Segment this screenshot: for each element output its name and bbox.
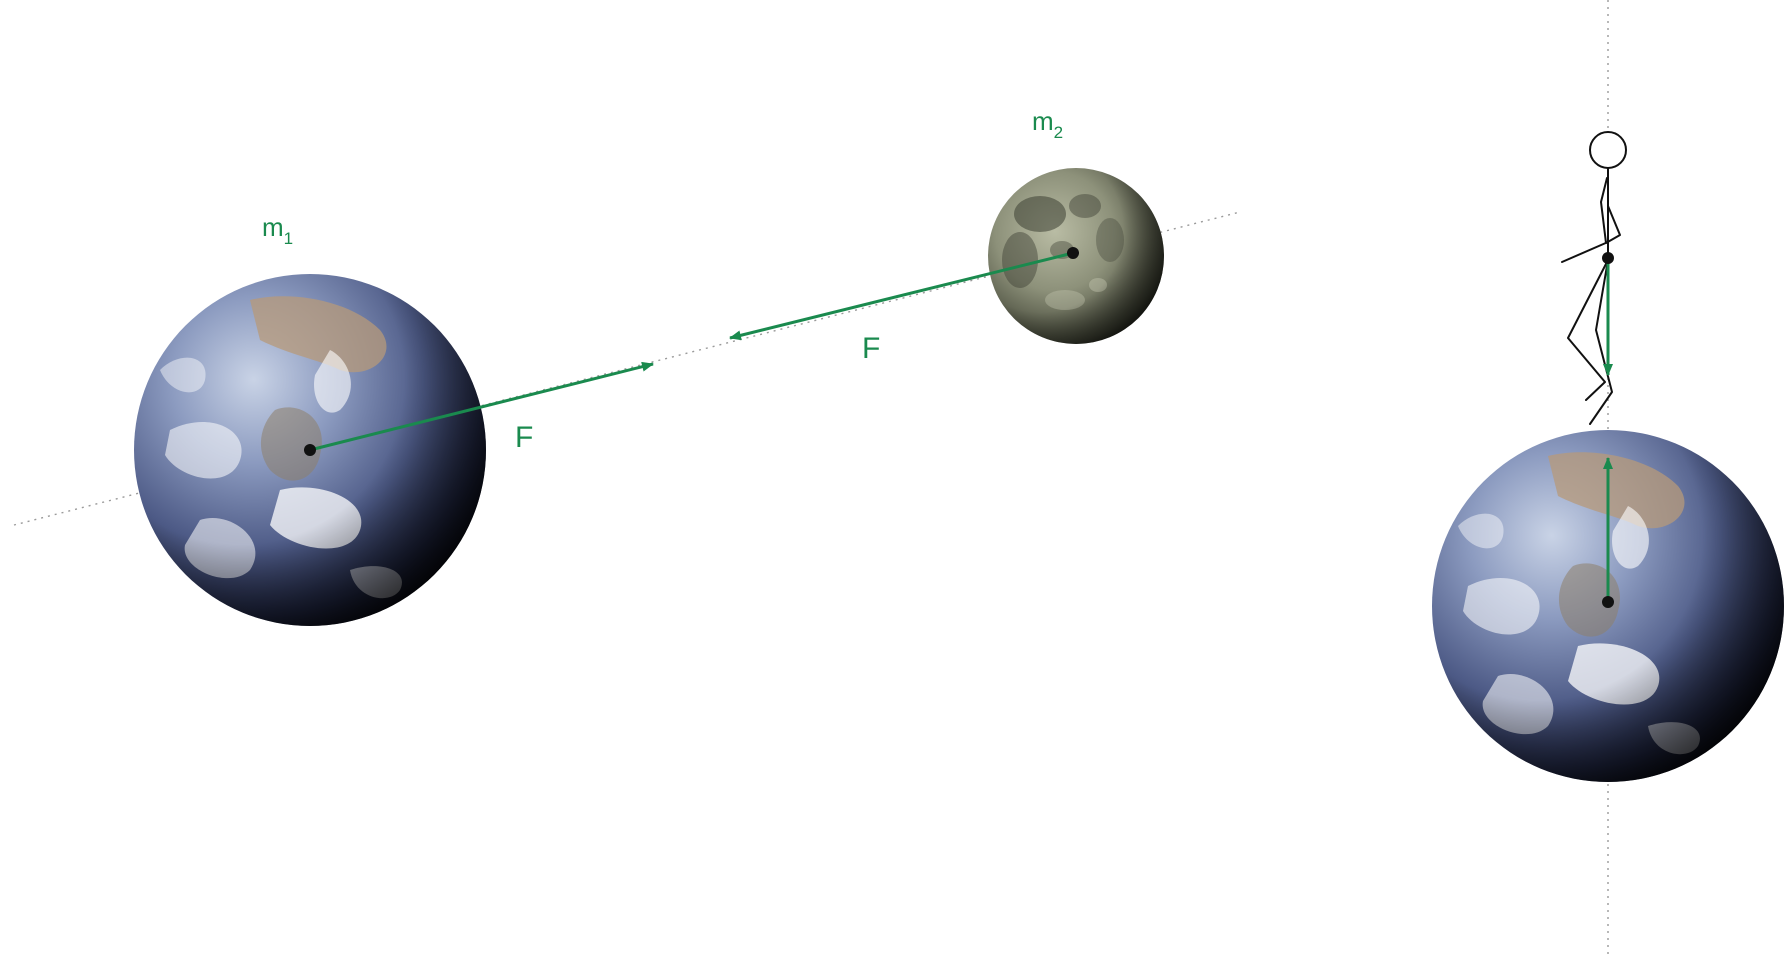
mass2-label: m2 <box>1032 106 1063 142</box>
stick-figure-person-icon <box>1561 131 1627 425</box>
force-arrow-m1 <box>309 361 654 452</box>
force-label-m2: F <box>862 332 880 365</box>
center-dot-person <box>1602 252 1614 264</box>
center-dot-m1 <box>304 444 316 456</box>
force-arrow-m2 <box>729 251 1074 341</box>
center-dot-earth-right <box>1602 596 1614 608</box>
force-label-m1: F <box>515 421 533 454</box>
mass1-label: m1 <box>262 212 293 248</box>
center-dot-m2 <box>1067 247 1079 259</box>
